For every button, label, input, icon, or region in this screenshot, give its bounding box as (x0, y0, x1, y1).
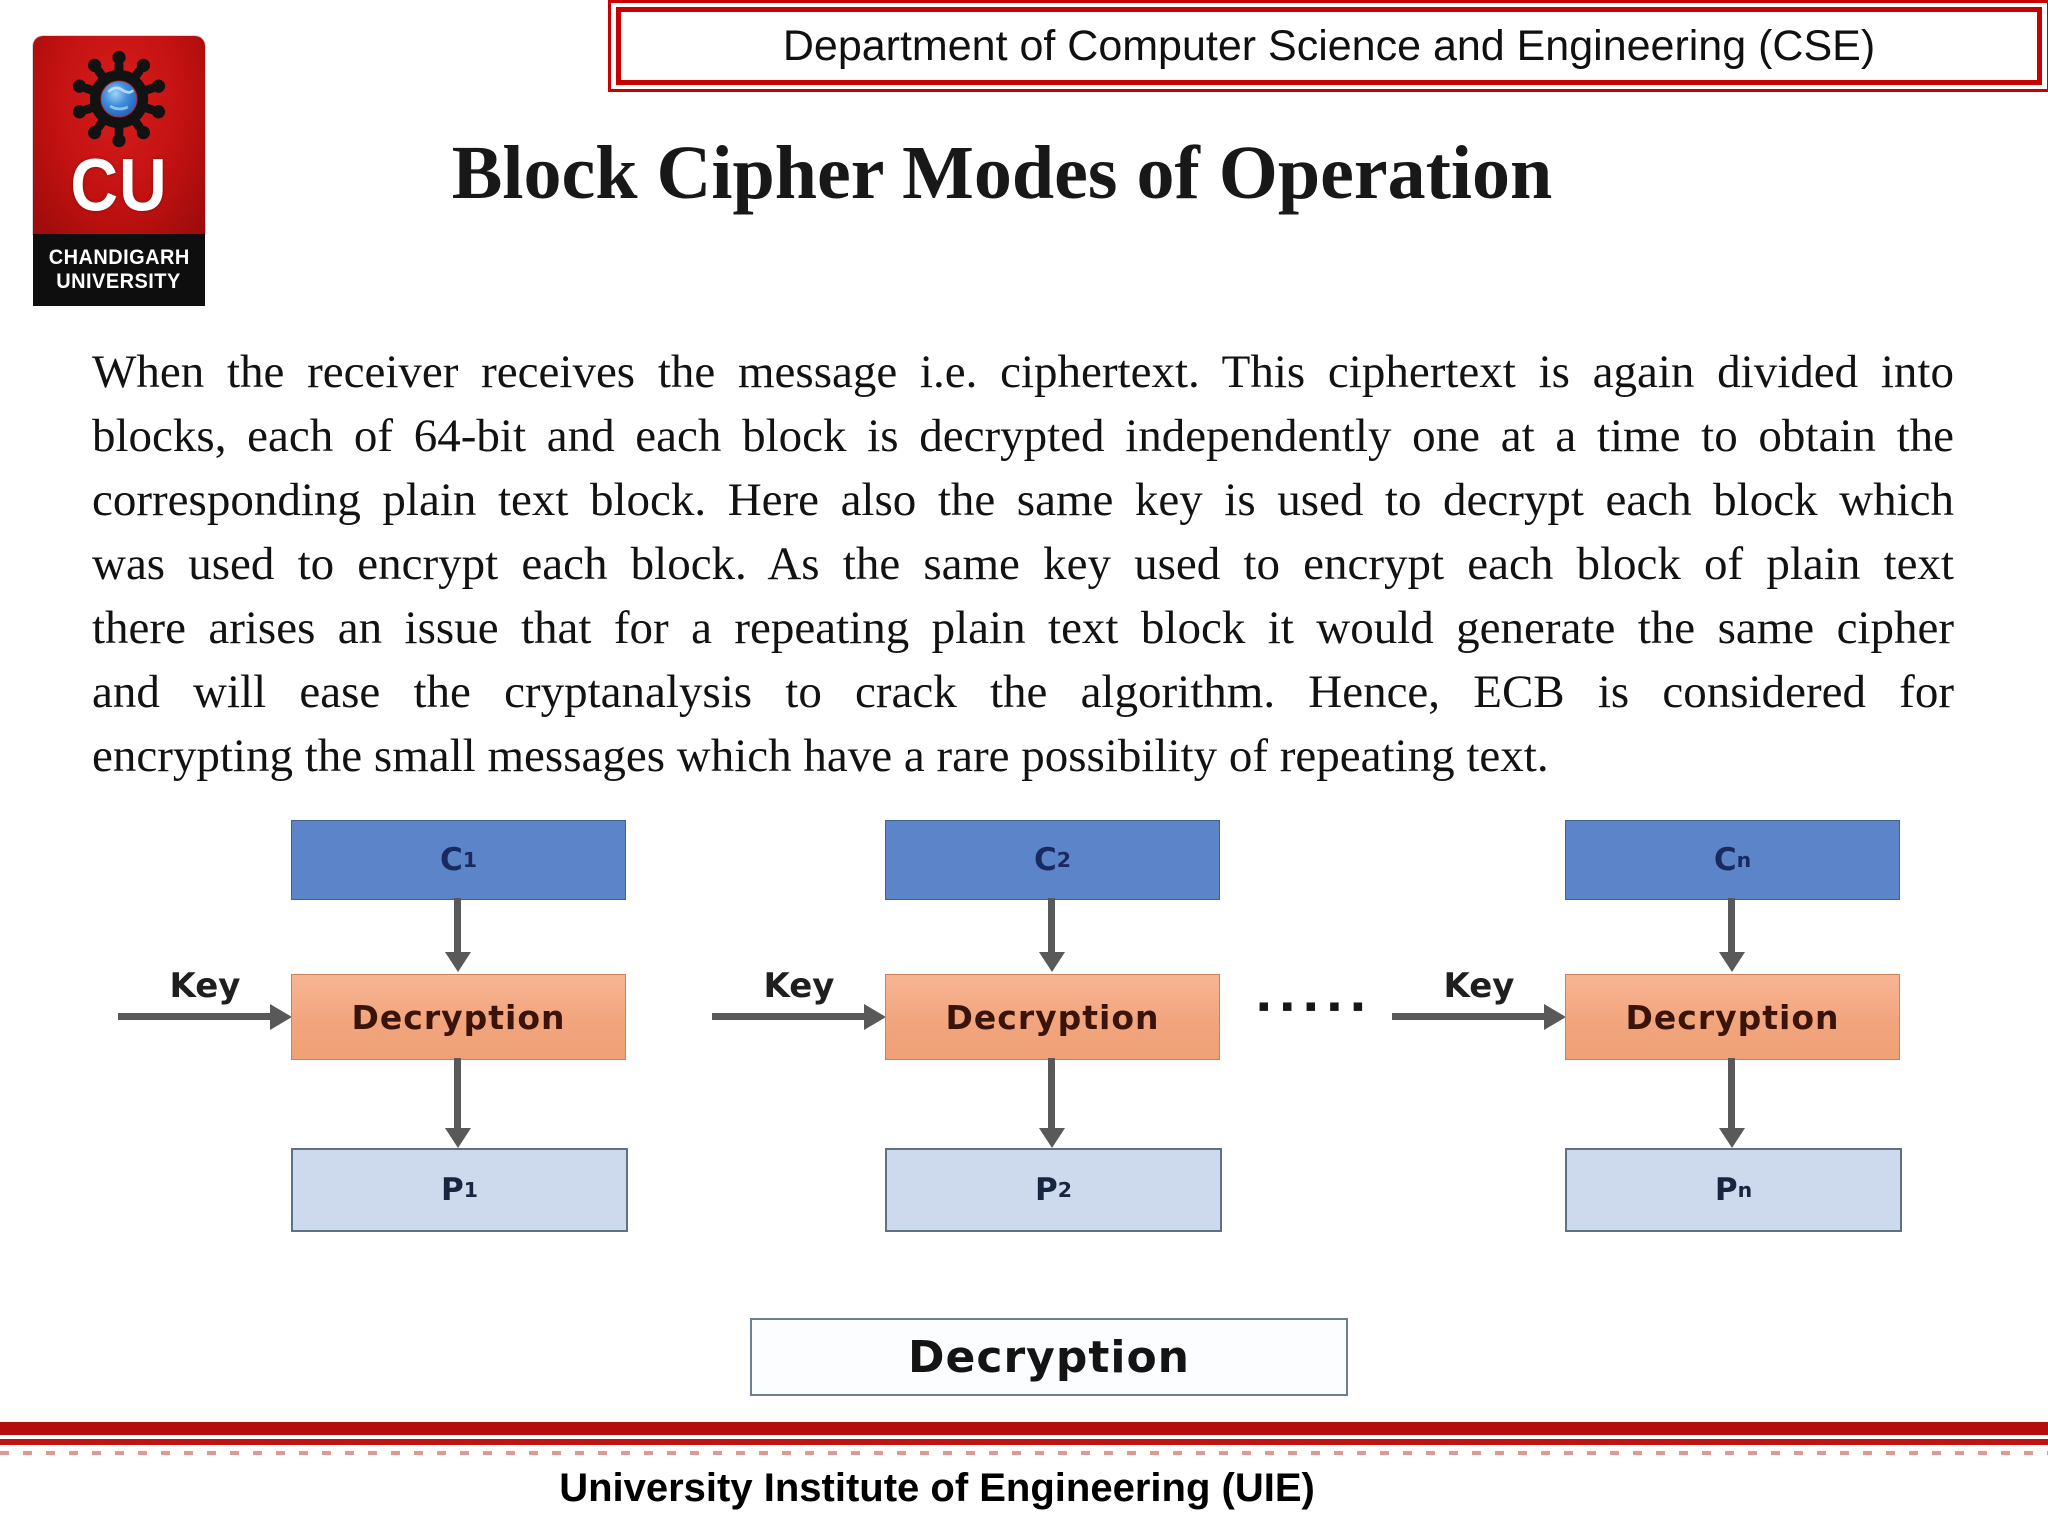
body-line: there arises an issue that for a repeati… (92, 602, 1954, 654)
footer-rule-thin (0, 1439, 2048, 1445)
globe-gear-emblem-icon (71, 50, 167, 148)
department-title: Department of Computer Science and Engin… (782, 21, 1876, 70)
logo-university-line2: UNIVERSITY (56, 270, 182, 293)
decryption-block-1: Decryption (291, 974, 626, 1060)
department-header-box: Department of Computer Science and Engin… (608, 0, 2048, 92)
ciphertext-label: C (440, 842, 463, 878)
university-logo: CU CHANDIGARH UNIVERSITY (33, 36, 205, 306)
down-arrow-stem (1728, 898, 1735, 954)
logo-university-line1: CHANDIGARH (48, 246, 190, 269)
body-line: When the receiver receives the message i… (92, 346, 1954, 398)
key-arrow-head-icon (270, 1004, 292, 1030)
down-arrow-head-icon (445, 952, 471, 972)
body-line: was used to encrypt each block. As the s… (92, 538, 1954, 590)
down-arrow-head-icon (1719, 1128, 1745, 1148)
department-header-inner-border: Department of Computer Science and Engin… (616, 7, 2042, 85)
footer-rule-thick (0, 1422, 2048, 1435)
logo-university-name: CHANDIGARH UNIVERSITY (33, 234, 205, 306)
key-arrow-stem (712, 1013, 864, 1020)
down-arrow-stem (454, 898, 461, 954)
key-label: Key (169, 966, 241, 1006)
ciphertext-label-sub: 1 (462, 848, 477, 872)
body-line: encrypting the small messages which have… (92, 730, 1549, 782)
body-line: and will ease the cryptanalysis to crack… (92, 666, 1954, 718)
plaintext-label: P (1714, 1172, 1738, 1208)
body-line: blocks, each of 64-bit and each block is… (92, 410, 1954, 462)
key-label: Key (763, 966, 835, 1006)
down-arrow-stem (1048, 1058, 1055, 1130)
footer-rule-dotted (0, 1451, 2048, 1455)
key-arrow-head-icon (864, 1004, 886, 1030)
plaintext-label: P (441, 1172, 464, 1208)
logo-red-panel: CU (33, 36, 205, 234)
logo-abbr: CU (70, 143, 168, 227)
decryption-block-2: Decryption (885, 974, 1220, 1060)
ciphertext-label: C (1713, 842, 1737, 878)
plaintext-label-sub: n (1737, 1178, 1753, 1202)
down-arrow-stem (1048, 898, 1055, 954)
diagram-caption: Decryption (750, 1318, 1348, 1396)
decryption-block-n: Decryption (1565, 974, 1900, 1060)
continuation-dots: ▪▪▪▪▪ (1258, 996, 1376, 1016)
down-arrow-head-icon (1719, 952, 1745, 972)
key-arrow-stem (1392, 1013, 1544, 1020)
down-arrow-head-icon (1039, 1128, 1065, 1148)
down-arrow-stem (454, 1058, 461, 1130)
ciphertext-label-sub: 2 (1056, 848, 1071, 872)
body-line: corresponding plain text block. Here als… (92, 474, 1954, 526)
slide-title: Block Cipher Modes of Operation (451, 131, 1553, 215)
down-arrow-head-icon (1039, 952, 1065, 972)
footer-institute: University Institute of Engineering (UIE… (559, 1466, 1315, 1510)
ciphertext-label-sub: n (1736, 848, 1752, 872)
down-arrow-stem (1728, 1058, 1735, 1130)
key-arrow-stem (118, 1013, 270, 1020)
ciphertext-label: C (1034, 842, 1057, 878)
down-arrow-head-icon (445, 1128, 471, 1148)
plaintext-label: P (1035, 1172, 1058, 1208)
body-paragraph: When the receiver receives the message i… (92, 340, 1954, 788)
key-label: Key (1443, 966, 1515, 1006)
plaintext-label-sub: 2 (1057, 1178, 1072, 1202)
plaintext-label-sub: 1 (463, 1178, 478, 1202)
key-arrow-head-icon (1544, 1004, 1566, 1030)
